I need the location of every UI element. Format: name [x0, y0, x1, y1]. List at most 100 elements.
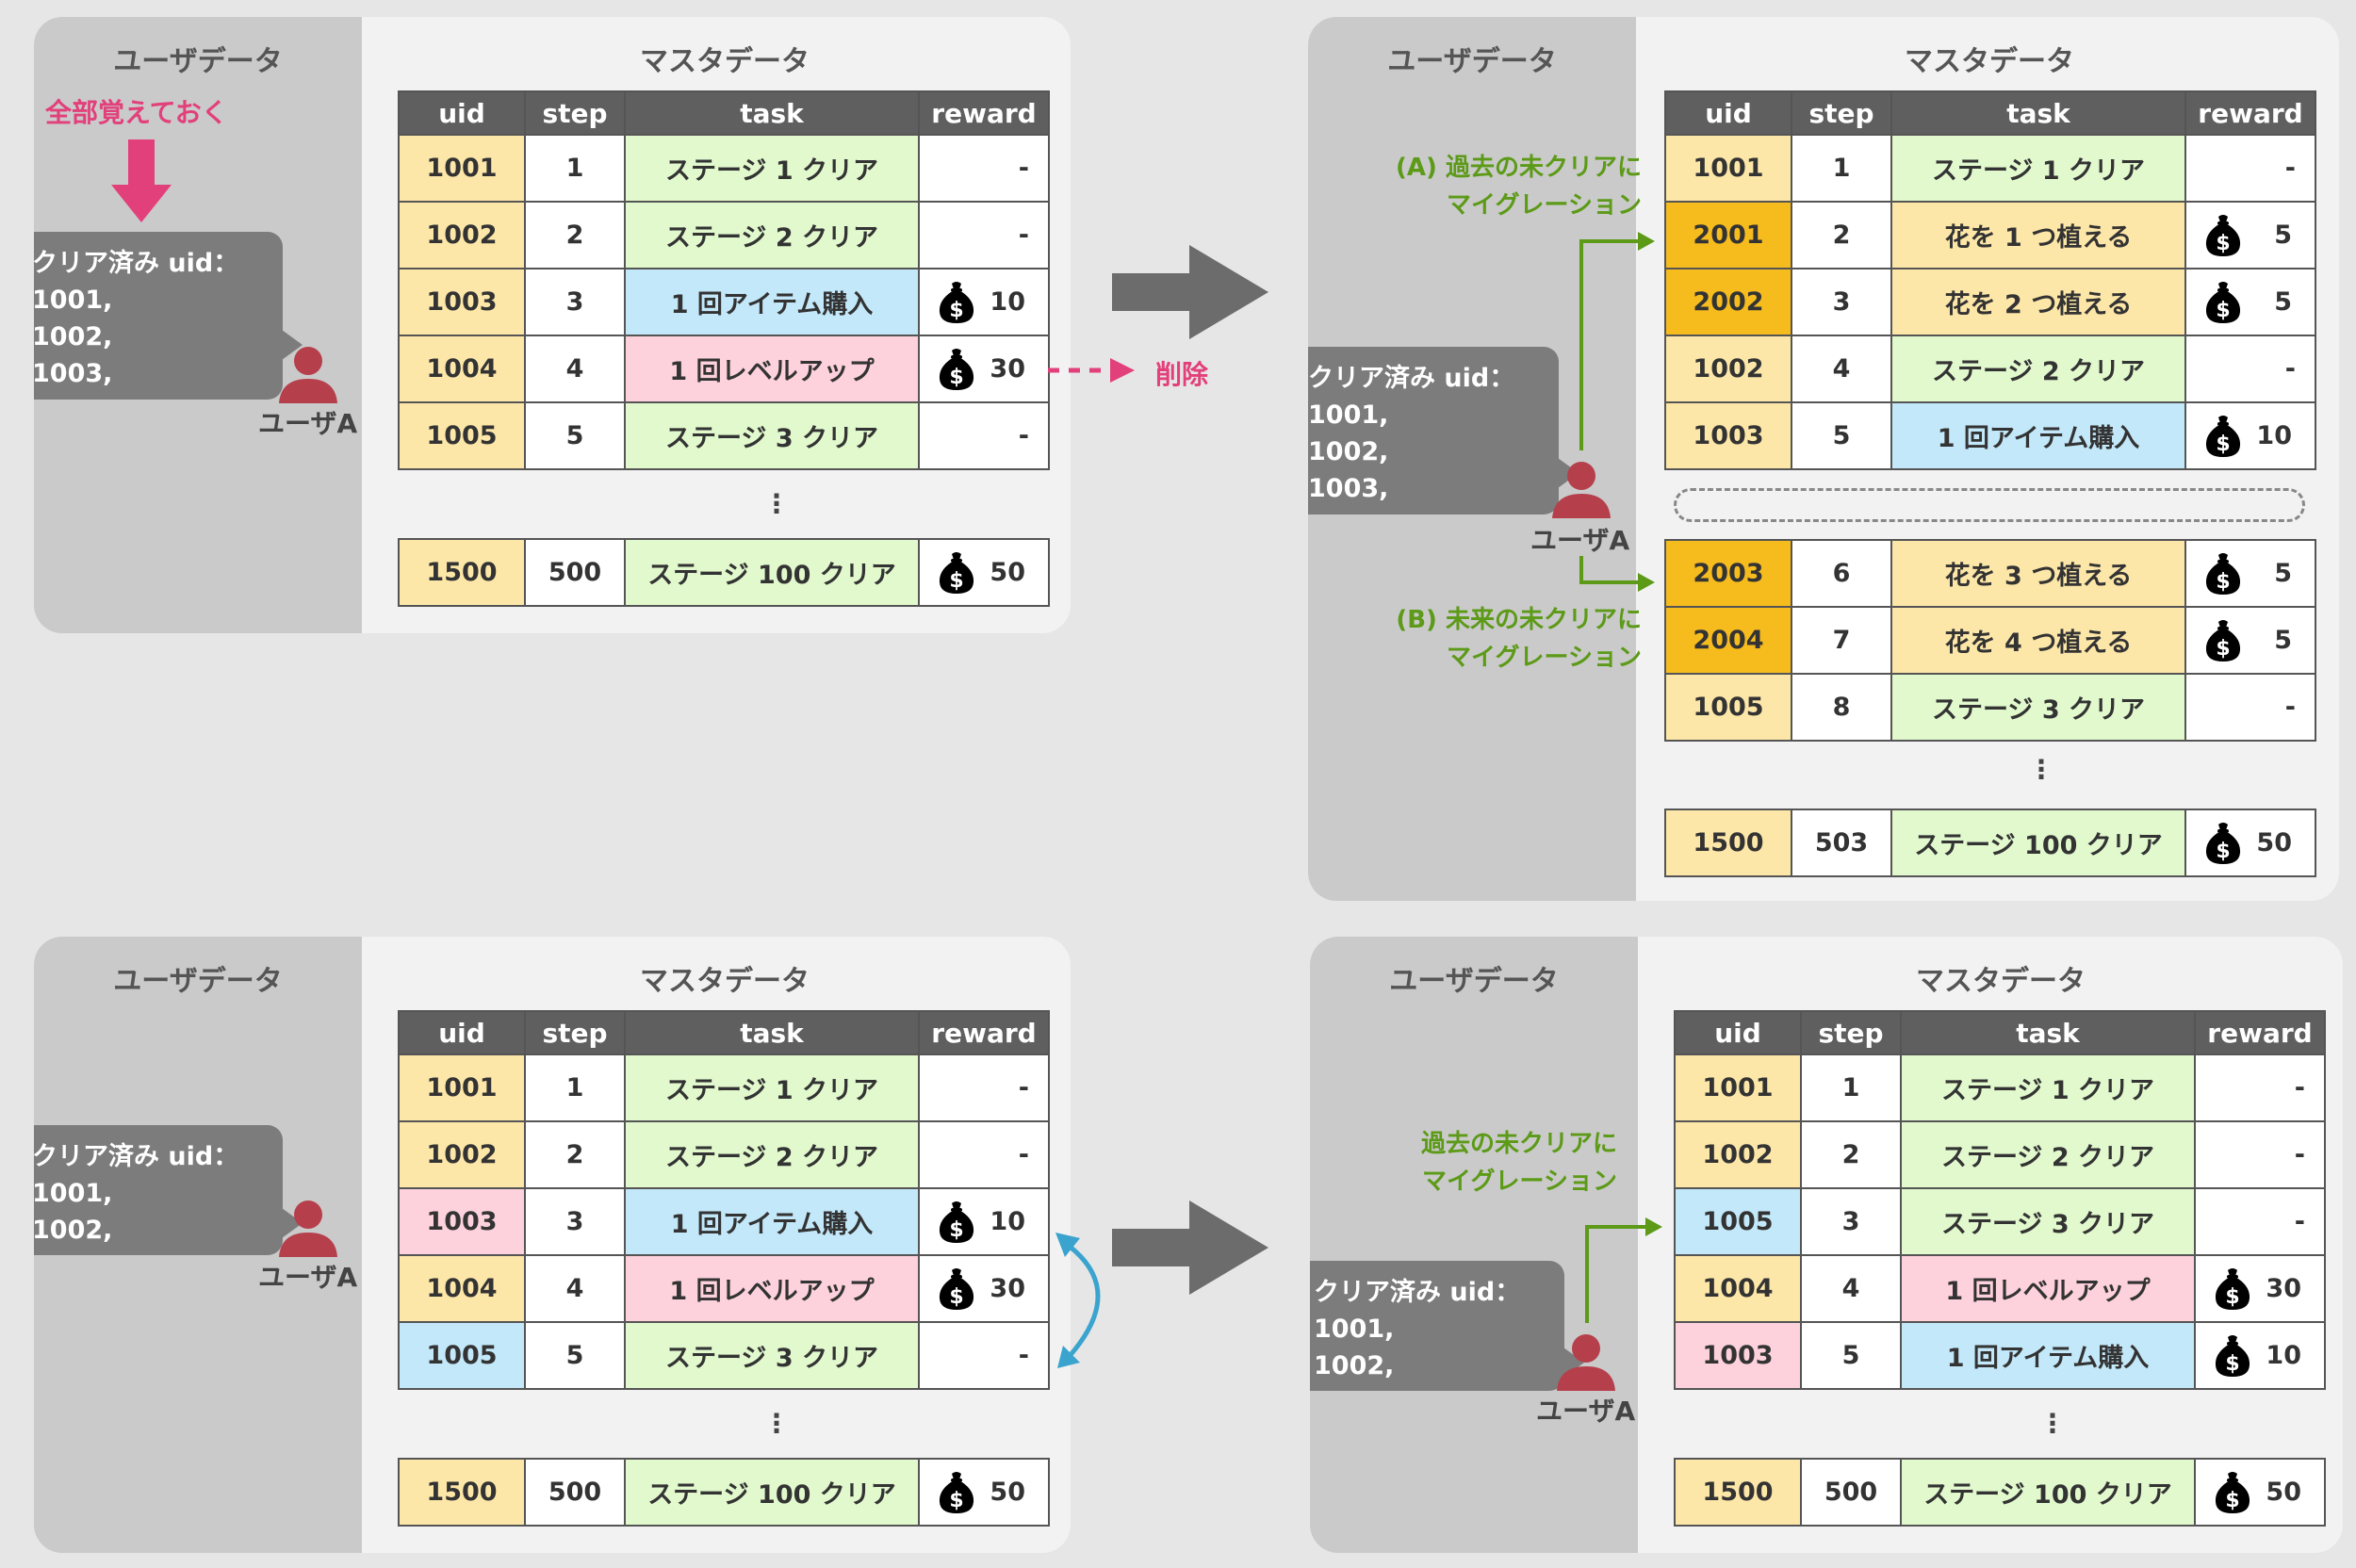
col-uid: uid	[1664, 90, 1792, 136]
money-bag-icon	[937, 1200, 976, 1245]
reward-cell: -	[2184, 335, 2316, 403]
uid-cell: 1002	[398, 201, 526, 270]
task-cell: 1 回アイテム購入	[624, 1187, 920, 1256]
task-cell: ステージ 2 クリア	[1890, 335, 2186, 403]
task-cell: ステージ 100 クリア	[1900, 1458, 2196, 1527]
table-row: 1001 1 ステージ 1 クリア -	[1664, 134, 2316, 203]
step-cell: 5	[1791, 401, 1892, 470]
col-task: task	[1890, 90, 2186, 136]
table-row: 2003 6 花を 3 つ植える 5	[1664, 539, 2316, 608]
table-row: 1001 1 ステージ 1 クリア -	[1674, 1054, 2326, 1122]
user-data-header: ユーザデータ	[113, 965, 283, 998]
step-cell: 6	[1791, 539, 1892, 608]
user-label: ユーザA	[258, 408, 358, 439]
col-step: step	[1791, 90, 1892, 136]
task-cell: ステージ 1 クリア	[1890, 134, 2186, 203]
table-row: 1002 4 ステージ 2 クリア -	[1664, 335, 2316, 403]
delete-note: 削除	[1155, 359, 1209, 390]
step-cell: 2	[524, 1120, 626, 1189]
uid-cell: 1003	[398, 268, 526, 336]
reward-cell: 10	[2194, 1321, 2326, 1390]
task-cell: 1 回レベルアップ	[624, 335, 920, 403]
task-cell: ステージ 3 クリア	[1900, 1187, 2196, 1256]
migration-a-note: (A) 過去の未クリアに マイグレーション	[1396, 149, 1642, 224]
user-position-separator	[1674, 488, 2305, 522]
task-cell: 1 回アイテム購入	[1890, 401, 2186, 470]
col-task: task	[624, 90, 920, 136]
uid-cell: 2002	[1664, 268, 1792, 336]
master-data-header: マスタデータ	[640, 965, 810, 998]
user-icon	[275, 1199, 341, 1257]
panel-1-before-delete: ユーザデータ マスタデータ uid step task reward 1001 …	[34, 17, 1071, 633]
col-reward: reward	[918, 1010, 1050, 1055]
cleared-label: クリア済み uid：	[1314, 1278, 1521, 1307]
step-cell: 5	[524, 1321, 626, 1390]
task-cell: ステージ 100 クリア	[624, 538, 920, 607]
step-cell: 1	[524, 134, 626, 203]
table-row: 1004 4 1 回レベルアップ 30	[398, 335, 1050, 403]
task-cell: 花を 4 つ植える	[1890, 606, 2186, 675]
reward-cell: 10	[918, 268, 1050, 336]
col-uid: uid	[398, 90, 526, 136]
migration-past-line1: 過去の未クリアに	[1420, 1130, 1617, 1158]
uid-cell: 1004	[398, 1254, 526, 1323]
task-cell: 1 回レベルアップ	[1900, 1254, 2196, 1323]
money-bag-icon	[937, 1470, 976, 1515]
master-table-last: 1500 500 ステージ 100 クリア 50	[398, 1458, 1050, 1527]
money-bag-icon	[2213, 1333, 2252, 1379]
step-cell: 3	[1800, 1187, 1902, 1256]
task-cell: ステージ 2 クリア	[624, 1120, 920, 1189]
step-cell: 8	[1791, 673, 1892, 742]
uid-cell: 1001	[398, 134, 526, 203]
task-cell: ステージ 1 クリア	[624, 1054, 920, 1122]
money-bag-icon	[2203, 551, 2243, 596]
task-cell: 花を 3 つ植える	[1890, 539, 2186, 608]
reward-cell: -	[2184, 673, 2316, 742]
uid-cell: 1500	[398, 1458, 526, 1527]
user-label: ユーザA	[1530, 525, 1630, 556]
user-data-area	[1310, 937, 1638, 1553]
money-bag-icon	[937, 550, 976, 596]
step-cell: 4	[1800, 1254, 1902, 1323]
money-bag-icon	[937, 1266, 976, 1312]
ellipsis: ⋮	[763, 1408, 790, 1439]
step-cell: 2	[1791, 201, 1892, 270]
col-reward: reward	[2184, 90, 2316, 136]
user-icon	[275, 345, 341, 403]
uid-cell: 1500	[1664, 808, 1792, 877]
master-table: uid step task reward 1001 1 ステージ 1 クリア -…	[398, 90, 1050, 470]
master-table-b: 2003 6 花を 3 つ植える 5 2004 7 花を 4 つ植える 5 10…	[1664, 539, 2316, 742]
migration-past-line2: マイグレーション	[1422, 1168, 1617, 1196]
ellipsis: ⋮	[763, 488, 790, 519]
table-row: 1005 8 ステージ 3 クリア -	[1664, 673, 2316, 742]
master-table: uid step task reward 1001 1 ステージ 1 クリア -…	[398, 1010, 1050, 1390]
master-table: uid step task reward 1001 1 ステージ 1 クリア -…	[1674, 1010, 2326, 1390]
reward-cell: -	[918, 1321, 1050, 1390]
step-cell: 4	[1791, 335, 1892, 403]
reward-cell: 5	[2184, 539, 2316, 608]
money-bag-icon	[2203, 821, 2243, 866]
uid-cell: 1005	[398, 1321, 526, 1390]
step-cell: 503	[1791, 808, 1892, 877]
cleared-uid-bubble: クリア済み uid： 1001, 1002, 1003,	[34, 232, 303, 400]
table-row: 1002 2 ステージ 2 クリア -	[398, 201, 1050, 270]
cleared-uid: 1001,	[1308, 400, 1389, 430]
panel-3-before-reorder: ユーザデータ マスタデータ uid step task reward 1001 …	[34, 937, 1071, 1553]
task-cell: ステージ 3 クリア	[1890, 673, 2186, 742]
uid-cell: 2003	[1664, 539, 1792, 608]
col-uid: uid	[398, 1010, 526, 1055]
cleared-uid: 1001,	[1314, 1315, 1395, 1344]
task-cell: ステージ 3 クリア	[624, 401, 920, 470]
table-row: 1500 500 ステージ 100 クリア 50	[1674, 1458, 2326, 1527]
col-reward: reward	[2194, 1010, 2326, 1055]
master-table-last: 1500 500 ステージ 100 クリア 50	[1674, 1458, 2326, 1527]
reward-cell: 50	[2184, 808, 2316, 877]
migration-arrow-icon	[1585, 1217, 1662, 1323]
step-cell: 7	[1791, 606, 1892, 675]
table-header-row: uid step task reward	[398, 1010, 1050, 1055]
cleared-uid: 1002,	[1314, 1351, 1395, 1380]
cleared-uid: 1002,	[34, 322, 113, 351]
col-step: step	[524, 1010, 626, 1055]
step-cell: 2	[1800, 1120, 1902, 1189]
master-table-last: 1500 500 ステージ 100 クリア 50	[398, 538, 1050, 607]
